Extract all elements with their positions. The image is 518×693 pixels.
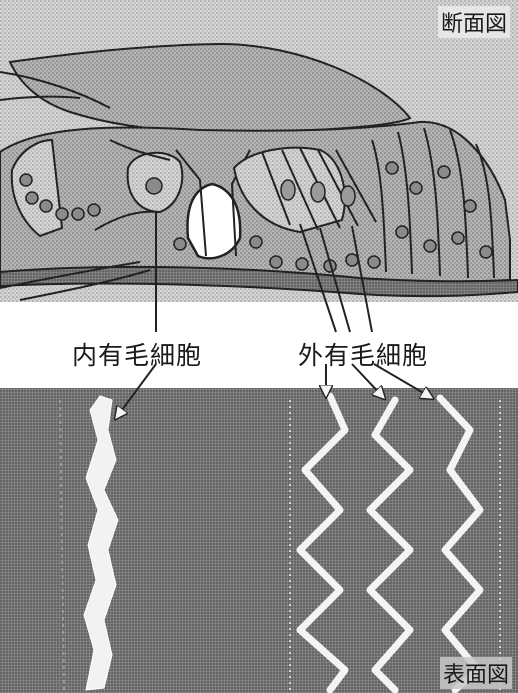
surface-background bbox=[0, 388, 518, 693]
inner-hair-cell-label: 内有毛細胞 bbox=[72, 336, 202, 372]
section-panel bbox=[0, 0, 518, 302]
surface-view-title: 表面図 bbox=[440, 657, 512, 689]
outer-hair-cell-label: 外有毛細胞 bbox=[298, 336, 428, 372]
section-view-title: 断面図 bbox=[438, 6, 510, 38]
surface-panel bbox=[0, 364, 518, 693]
